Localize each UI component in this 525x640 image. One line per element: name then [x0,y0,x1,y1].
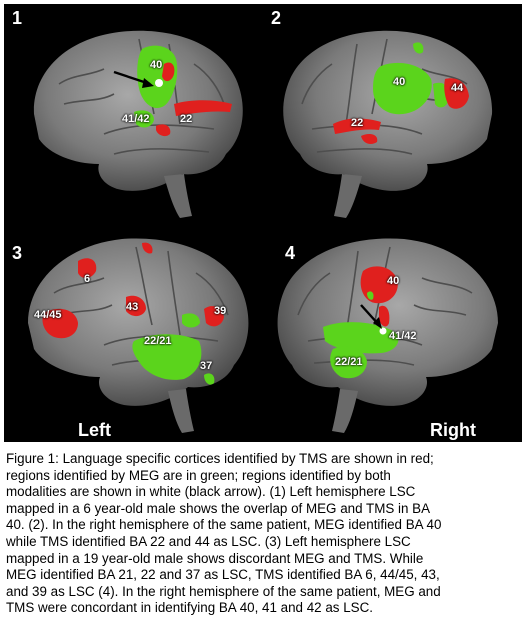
meg-region [413,42,424,54]
label-ba44: 44 [451,82,464,94]
caption-line: TMS were concordant in identifying BA 40… [6,600,373,616]
arrow-head [373,317,382,329]
overlap-region [155,79,163,87]
meg-region [323,322,399,354]
panel-4-brain-render [277,238,498,433]
meg-region [137,45,178,109]
tms-region [78,258,97,279]
hemisphere-label-right: Right [430,420,476,440]
tms-region [162,62,175,82]
hemisphere-label-left: Left [78,420,111,440]
label-ba40: 40 [150,59,163,71]
overlap-region [379,327,387,335]
panel-4: 4 40 41/42 22/21 Right [263,223,522,442]
caption-line: mapped in a 19 year-old male shows disco… [6,550,424,566]
panel-number: 1 [12,8,23,28]
tms-region [204,306,224,327]
label-ba37: 37 [200,360,213,372]
tms-region [142,242,153,254]
figure-caption: Figure 1: Language specific cortices ide… [6,451,521,617]
caption-line: modalities are shown in white (black arr… [6,484,416,500]
panel-number: 2 [271,8,282,28]
panel-3: 3 6 44/45 43 39 22/21 37 Left [4,223,263,442]
panel-1-brain-render [33,30,243,218]
arrow-head [142,78,154,88]
tms-region [156,124,171,137]
tms-region [444,78,469,109]
label-ba41-42: 41/42 [389,330,417,342]
tms-region [333,118,381,134]
brainstem [164,174,192,218]
panel-number: 3 [12,243,23,263]
panel-1: 1 40 41/42 22 [4,4,263,223]
tms-region [361,134,378,144]
caption-line: mapped in a 6 year-old male shows the ov… [6,500,431,516]
caption-line: 40. (2). In the right hemisphere of the … [6,517,442,533]
tms-region [174,100,232,116]
brainstem [332,389,358,433]
label-ba39: 39 [214,305,227,317]
label-ba22-21: 22/21 [335,356,363,368]
caption-line: Figure 1: Language specific cortices ide… [6,451,434,466]
meg-region [367,291,374,300]
label-ba40: 40 [387,275,400,287]
label-ba22: 22 [180,113,193,125]
caption-line: while TMS identified BA 22 and 44 as LSC… [6,533,411,549]
panel-number: 4 [285,243,296,263]
brainstem [334,174,362,218]
label-ba6: 6 [84,273,91,285]
meg-region [330,346,367,379]
panel-2: 2 40 44 22 [263,4,522,223]
tms-region [42,308,78,339]
label-ba40: 40 [393,76,406,88]
caption-line: regions identified by MEG are in green; … [6,467,391,483]
panel-3-brain-render [28,238,249,433]
meg-region [132,334,202,380]
meg-region [373,62,432,115]
label-ba22-21: 22/21 [144,335,172,347]
label-ba43: 43 [126,301,139,313]
meg-region [134,110,154,128]
tms-region [379,305,390,327]
label-ba41-42: 41/42 [122,113,150,125]
brain-figure: 1 40 41/42 22 [4,4,522,442]
brainstem [168,389,194,433]
caption-line: MEG identified BA 21, 22 and 37 as LSC, … [6,567,440,583]
caption-line: and 39 as LSC (4). In the right hemisphe… [6,583,441,599]
tms-region [126,295,146,317]
panel-2-brain-render [283,30,493,218]
meg-region [182,313,200,328]
label-ba22: 22 [351,117,364,129]
meg-region [204,373,215,385]
label-ba44-45: 44/45 [34,309,62,321]
